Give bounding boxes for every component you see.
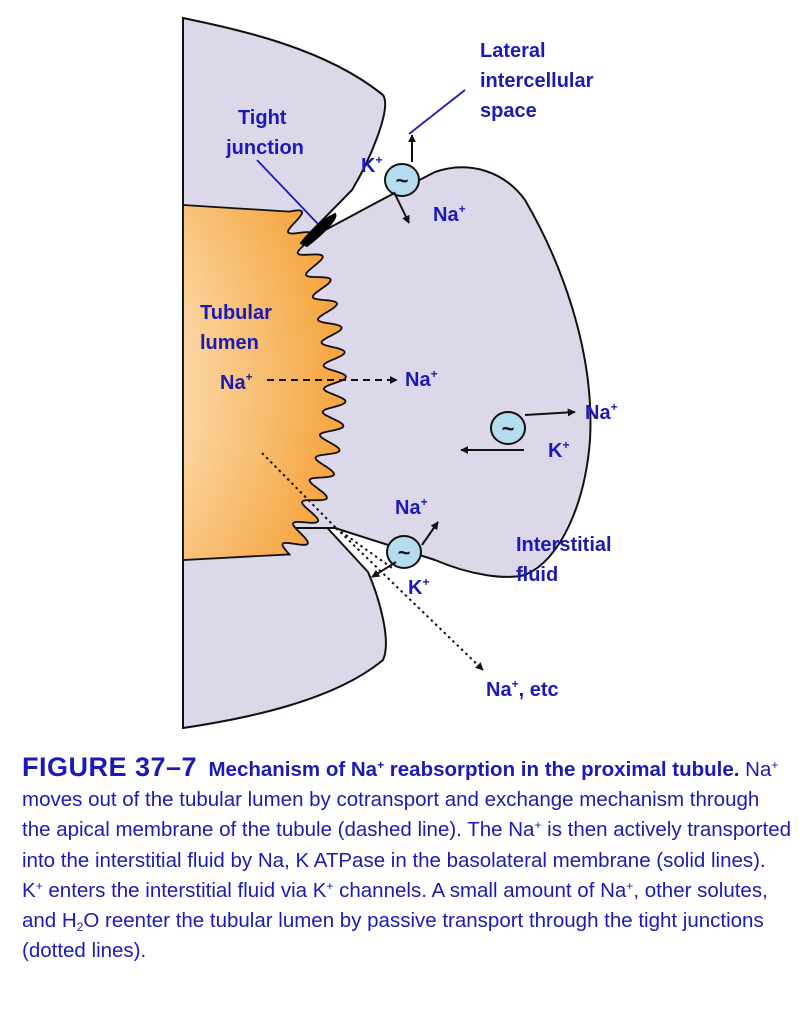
tubular-lumen-label: Tubular lumen [200, 302, 277, 354]
k-in-arrow-bottom [371, 561, 397, 578]
k-ion-label-right: K+ [548, 438, 569, 462]
pump-symbol-right: ~ [502, 416, 515, 441]
tight-junction-leader-line [256, 159, 319, 225]
na-ion-label-top: Na+ [433, 202, 466, 226]
interstitial-fluid-label: Interstitial fluid [516, 534, 617, 586]
lower-epithelial-cell [182, 519, 387, 730]
tubular-lumen-area [182, 204, 347, 561]
na-k-atpase-pump-top: ~ [384, 163, 420, 197]
na-k-atpase-pump-bottom: ~ [386, 535, 422, 569]
na-out-arrow-top [393, 191, 410, 224]
lateral-space-label: Lateral intercellular space [480, 40, 599, 122]
k-ion-label-bottom: K+ [408, 575, 429, 599]
pump-symbol-top: ~ [396, 168, 409, 193]
pump-symbol-bottom: ~ [398, 540, 411, 565]
na-out-arrow-bottom [421, 521, 439, 546]
tight-junction-seal [299, 212, 337, 248]
na-ion-label-lumen: Na+ [220, 370, 253, 394]
figure-title: Mechanism of Na+ reabsorption in the pro… [208, 758, 740, 781]
tight-junction-label: Tight junction [225, 107, 304, 159]
na-k-atpase-pump-right: ~ [490, 411, 526, 445]
figure-number: FIGURE 37–7 [22, 752, 198, 782]
paracellular-path [261, 452, 484, 671]
k-ion-label-top: K+ [361, 153, 382, 177]
figure-caption: FIGURE 37–7 Mechanism of Na+ reabsorptio… [22, 752, 792, 966]
na-ion-label-right: Na+ [585, 400, 618, 424]
upper-epithelial-cell [182, 16, 387, 244]
na-etc-label: Na+, etc [486, 677, 559, 701]
na-ion-label-cell: Na+ [405, 367, 438, 391]
na-out-arrow-right [524, 408, 576, 417]
na-ion-label-bottom: Na+ [395, 495, 428, 519]
lateral-space-leader-line [408, 89, 466, 135]
caption-body: Na+ moves out of the tubular lumen by co… [22, 758, 791, 963]
